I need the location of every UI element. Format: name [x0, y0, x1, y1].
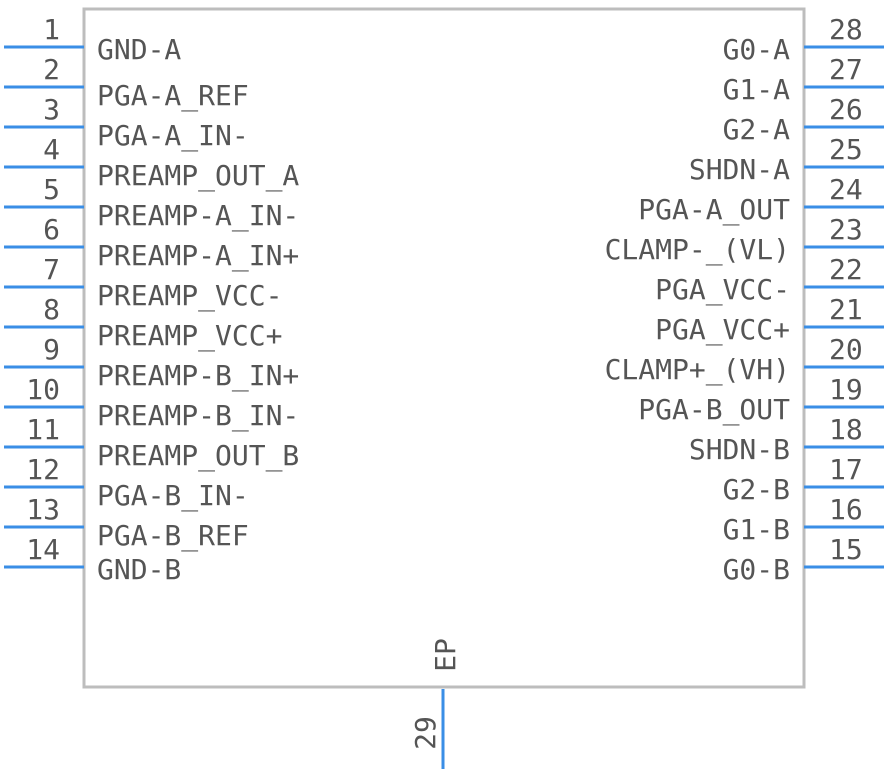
- pin-3-number: 3: [43, 93, 60, 126]
- pin-24-name: PGA-A_OUT: [638, 193, 790, 227]
- pin-1-number: 1: [43, 13, 60, 46]
- ic-body: [82, 7, 806, 689]
- pin-26-number: 26: [829, 93, 863, 126]
- pin-20-number: 20: [829, 333, 863, 366]
- pin-19-number: 19: [829, 373, 863, 406]
- pin-18-number: 18: [829, 413, 863, 446]
- pin-7-name: PREAMP_VCC-: [97, 279, 282, 313]
- pin-22-name: PGA_VCC-: [655, 273, 790, 307]
- pin-3-name: PGA-A_IN-: [97, 119, 249, 153]
- pin-10-number: 10: [26, 373, 60, 406]
- pin-5-name: PREAMP-A_IN-: [97, 199, 299, 233]
- pin-24-number: 24: [829, 173, 863, 206]
- bottom-pin-group: 29 EP: [409, 638, 462, 769]
- pin-17-name: G2-B: [723, 473, 790, 506]
- pin-22-number: 22: [829, 253, 863, 286]
- pin-7-number: 7: [43, 253, 60, 286]
- pin-19-name: PGA-B_OUT: [638, 393, 790, 427]
- pin-18-name: SHDN-B: [689, 433, 790, 466]
- pin-27-name: G1-A: [723, 73, 791, 106]
- pin-20-name: CLAMP+_(VH): [605, 353, 790, 387]
- pin-25-name: SHDN-A: [689, 153, 790, 186]
- pin-16-name: G1-B: [723, 513, 790, 546]
- pin-12-number: 12: [26, 453, 60, 486]
- pin-23-number: 23: [829, 213, 863, 246]
- pin-17-number: 17: [829, 453, 863, 486]
- pin-21-number: 21: [829, 293, 863, 326]
- pin-13-number: 13: [26, 493, 60, 526]
- pin-9-number: 9: [43, 333, 60, 366]
- pin-23-name: CLAMP-_(VL): [605, 233, 790, 267]
- pin-12-name: PGA-B_IN-: [97, 479, 249, 513]
- pin-29-name: EP: [429, 638, 462, 672]
- pin-29-number: 29: [409, 716, 442, 750]
- pin-28-number: 28: [829, 13, 863, 46]
- pin-26-name: G2-A: [723, 113, 791, 146]
- pin-14-number: 14: [26, 533, 60, 566]
- pin-9-name: PREAMP-B_IN+: [97, 359, 299, 393]
- pin-21-name: PGA_VCC+: [655, 313, 790, 347]
- pin-8-name: PREAMP_VCC+: [97, 319, 282, 353]
- pin-6-name: PREAMP-A_IN+: [97, 239, 299, 273]
- pin-11-number: 11: [26, 413, 60, 446]
- pin-4-name: PREAMP_OUT_A: [97, 159, 299, 193]
- pin-2-number: 2: [43, 53, 60, 86]
- pin-11-name: PREAMP_OUT_B: [97, 439, 299, 473]
- pin-2-name: PGA-A_REF: [97, 79, 249, 113]
- pin-8-number: 8: [43, 293, 60, 326]
- pin-15-name: G0-B: [723, 553, 790, 586]
- pin-5-number: 5: [43, 173, 60, 206]
- pin-15-number: 15: [829, 533, 863, 566]
- pin-27-number: 27: [829, 53, 863, 86]
- pin-10-name: PREAMP-B_IN-: [97, 399, 299, 433]
- pin-16-number: 16: [829, 493, 863, 526]
- pin-14-name: GND-B: [97, 553, 181, 586]
- pin-4-number: 4: [43, 133, 60, 166]
- pin-1-name: GND-A: [97, 33, 181, 66]
- pin-6-number: 6: [43, 213, 60, 246]
- pin-28-name: G0-A: [723, 33, 791, 66]
- pin-13-name: PGA-B_REF: [97, 519, 249, 553]
- pin-25-number: 25: [829, 133, 863, 166]
